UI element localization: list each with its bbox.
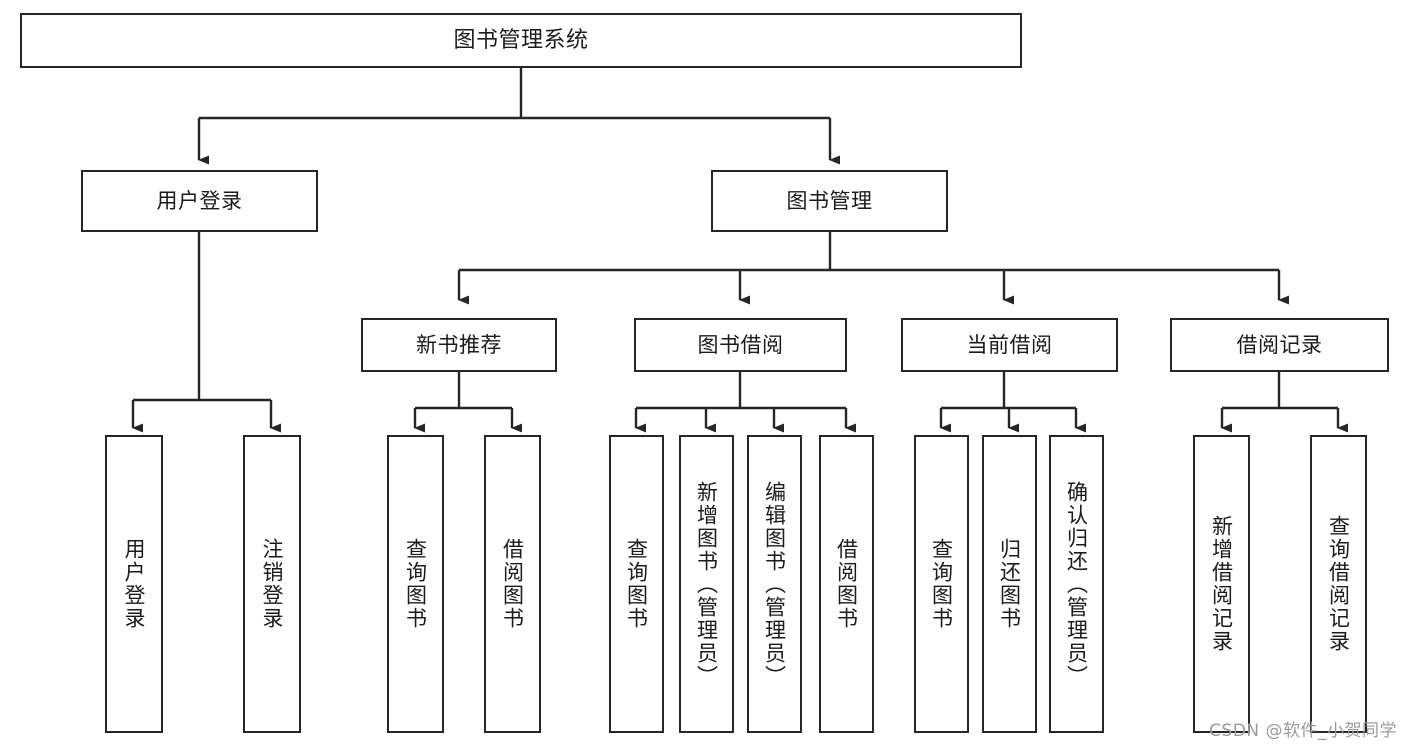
node-root-system[interactable]: 图书管理系统	[20, 13, 1022, 68]
node-leaf-add-book[interactable]: 新增图书（管理员）	[679, 435, 734, 733]
node-leaf-edit-book[interactable]: 编辑图书（管理员）	[747, 435, 802, 733]
node-label: 图书管理	[786, 188, 873, 213]
node-label: 借阅记录	[1236, 332, 1323, 357]
node-label: 编辑图书（管理员）	[762, 480, 787, 688]
node-leaf-query-book-1[interactable]: 查询图书	[387, 435, 444, 733]
node-label: 查询图书	[624, 538, 649, 630]
node-leaf-logout-login[interactable]: 注销登录	[243, 435, 301, 733]
node-book-borrow[interactable]: 图书借阅	[634, 318, 847, 372]
node-book-manage[interactable]: 图书管理	[711, 170, 948, 232]
node-label: 新增图书（管理员）	[694, 480, 719, 688]
node-label: 图书借阅	[697, 332, 784, 357]
node-label: 查询图书	[403, 538, 428, 630]
node-leaf-borrow-book-2[interactable]: 借阅图书	[819, 435, 874, 733]
node-label: 借阅图书	[834, 538, 859, 630]
node-label: 新书推荐	[416, 332, 502, 357]
csdn-watermark: CSDN @软件_小贺同学	[1209, 721, 1397, 741]
node-leaf-user-login[interactable]: 用户登录	[105, 435, 163, 733]
node-current-borrow[interactable]: 当前借阅	[901, 318, 1118, 372]
node-label: 用户登录	[122, 538, 147, 630]
node-label: 用户登录	[156, 188, 243, 213]
node-leaf-query-book-3[interactable]: 查询图书	[914, 435, 969, 733]
node-label: 新增借阅记录	[1209, 515, 1234, 653]
node-label: 归还图书	[997, 538, 1022, 630]
node-label: 查询图书	[929, 538, 954, 630]
node-label: 图书管理系统	[453, 27, 589, 53]
node-leaf-confirm-return[interactable]: 确认归还（管理员）	[1049, 435, 1104, 733]
node-label: 确认归还（管理员）	[1064, 480, 1089, 688]
node-label: 查询借阅记录	[1326, 515, 1351, 653]
node-leaf-borrow-book-1[interactable]: 借阅图书	[484, 435, 541, 733]
node-borrow-record[interactable]: 借阅记录	[1170, 318, 1389, 372]
node-user-login[interactable]: 用户登录	[81, 170, 318, 232]
node-leaf-return-book[interactable]: 归还图书	[982, 435, 1037, 733]
node-label: 当前借阅	[966, 332, 1053, 357]
node-leaf-add-borrow-record[interactable]: 新增借阅记录	[1193, 435, 1250, 733]
node-label: 注销登录	[260, 538, 285, 630]
node-leaf-query-book-2[interactable]: 查询图书	[609, 435, 664, 733]
node-label: 借阅图书	[500, 538, 525, 630]
node-new-book-recommend[interactable]: 新书推荐	[361, 318, 557, 372]
node-leaf-query-borrow-record[interactable]: 查询借阅记录	[1310, 435, 1367, 733]
